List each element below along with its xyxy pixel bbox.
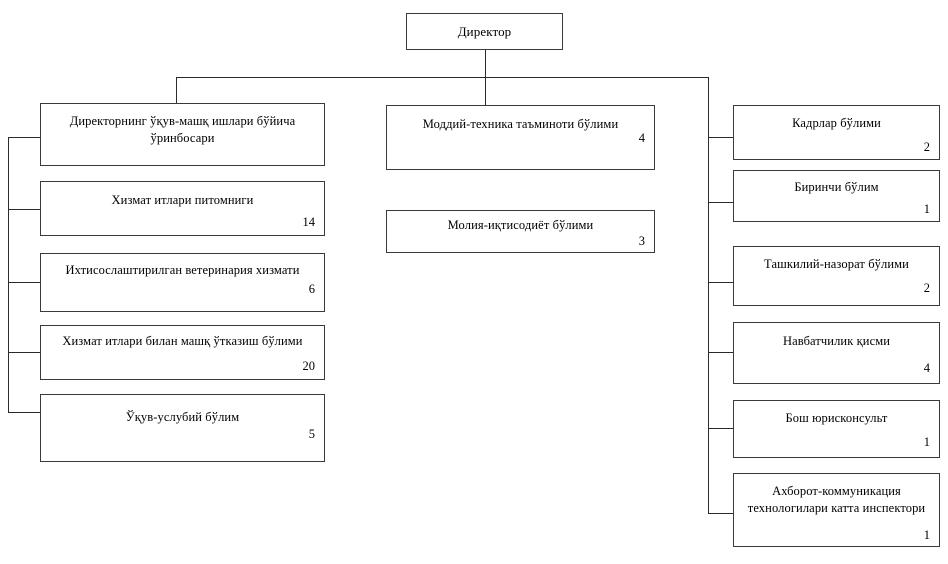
node-specialized-veterinary-service[interactable]: Ихтисослаштирилган ветеринария хизмати 6 (40, 253, 325, 312)
node-organizational-control-department-count: 2 (923, 281, 930, 295)
node-personnel-department-count: 2 (923, 140, 930, 154)
node-finance-economy-department[interactable]: Молия-иқтисодиёт бўлими 3 (386, 210, 655, 253)
node-service-dogs-kennel-count: 14 (302, 215, 316, 229)
node-organizational-control-department-label: Ташкилий-назорат бўлими (764, 257, 909, 271)
node-deputy-director-label: Директорнинг ўқув-машқ ишлари бўйича ўри… (69, 114, 296, 145)
node-director[interactable]: Директор (406, 13, 563, 50)
node-service-dogs-kennel-label: Хизмат итлари питомниги (111, 193, 254, 207)
connector-left-stub-3 (8, 282, 40, 283)
node-specialized-veterinary-service-label: Ихтисослаштирилган ветеринария хизмати (65, 263, 300, 277)
node-first-department-count: 1 (923, 202, 930, 216)
node-personnel-department[interactable]: Кадрлар бўлими 2 (733, 105, 940, 160)
connector-left-stub-2 (8, 209, 40, 210)
node-educational-methodical-department-count: 5 (308, 427, 315, 441)
node-educational-methodical-department-label: Ўқув-услубий бўлим (125, 410, 240, 424)
node-personnel-department-label: Кадрлар бўлими (792, 116, 881, 130)
node-ict-senior-inspector-count: 1 (923, 528, 930, 542)
connector-left-spine (8, 137, 9, 412)
connector-top-bus (176, 77, 709, 78)
node-chief-legal-counsel-label: Бош юрисконсульт (785, 411, 888, 425)
node-duty-unit-count: 4 (923, 361, 930, 375)
connector-right-stub-6 (708, 513, 733, 514)
node-duty-unit[interactable]: Навбатчилик қисми 4 (733, 322, 940, 384)
node-material-technical-supply-department-count: 4 (638, 131, 645, 145)
node-service-dogs-kennel[interactable]: Хизмат итлари питомниги 14 (40, 181, 325, 236)
node-director-label: Директор (457, 24, 512, 39)
node-deputy-director[interactable]: Директорнинг ўқув-машқ ишлари бўйича ўри… (40, 103, 325, 166)
connector-right-stub-3 (708, 282, 733, 283)
node-ict-senior-inspector-label: Ахборот-коммуникация технологилари катта… (747, 484, 926, 515)
connector-left-stub-5 (8, 412, 40, 413)
node-specialized-veterinary-service-count: 6 (308, 282, 315, 296)
connector-right-stub-2 (708, 202, 733, 203)
connector-right-stub-5 (708, 428, 733, 429)
node-dog-training-department-count: 20 (302, 359, 316, 373)
connector-left-stub-4 (8, 352, 40, 353)
connector-right-stub-4 (708, 352, 733, 353)
node-first-department[interactable]: Биринчи бўлим 1 (733, 170, 940, 222)
connector-left-drop (176, 77, 177, 103)
node-ict-senior-inspector[interactable]: Ахборот-коммуникация технологилари катта… (733, 473, 940, 547)
node-chief-legal-counsel[interactable]: Бош юрисконсульт 1 (733, 400, 940, 458)
node-organizational-control-department[interactable]: Ташкилий-назорат бўлими 2 (733, 246, 940, 306)
connector-left-stub-1 (8, 137, 40, 138)
node-finance-economy-department-count: 3 (638, 234, 645, 248)
connector-center-drop (485, 77, 486, 105)
connector-director-down (485, 50, 486, 77)
node-material-technical-supply-department[interactable]: Моддий-техника таъминоти бўлими 4 (386, 105, 655, 170)
connector-right-spine (708, 77, 709, 514)
node-dog-training-department-label: Хизмат итлари билан машқ ўтказиш бўлими (62, 334, 303, 348)
connector-right-stub-1 (708, 137, 733, 138)
node-dog-training-department[interactable]: Хизмат итлари билан машқ ўтказиш бўлими … (40, 325, 325, 380)
node-duty-unit-label: Навбатчилик қисми (782, 334, 891, 348)
node-first-department-label: Биринчи бўлим (794, 180, 879, 194)
node-educational-methodical-department[interactable]: Ўқув-услубий бўлим 5 (40, 394, 325, 462)
node-material-technical-supply-department-label: Моддий-техника таъминоти бўлими (422, 117, 619, 131)
node-finance-economy-department-label: Молия-иқтисодиёт бўлими (447, 218, 594, 232)
node-chief-legal-counsel-count: 1 (923, 435, 930, 449)
